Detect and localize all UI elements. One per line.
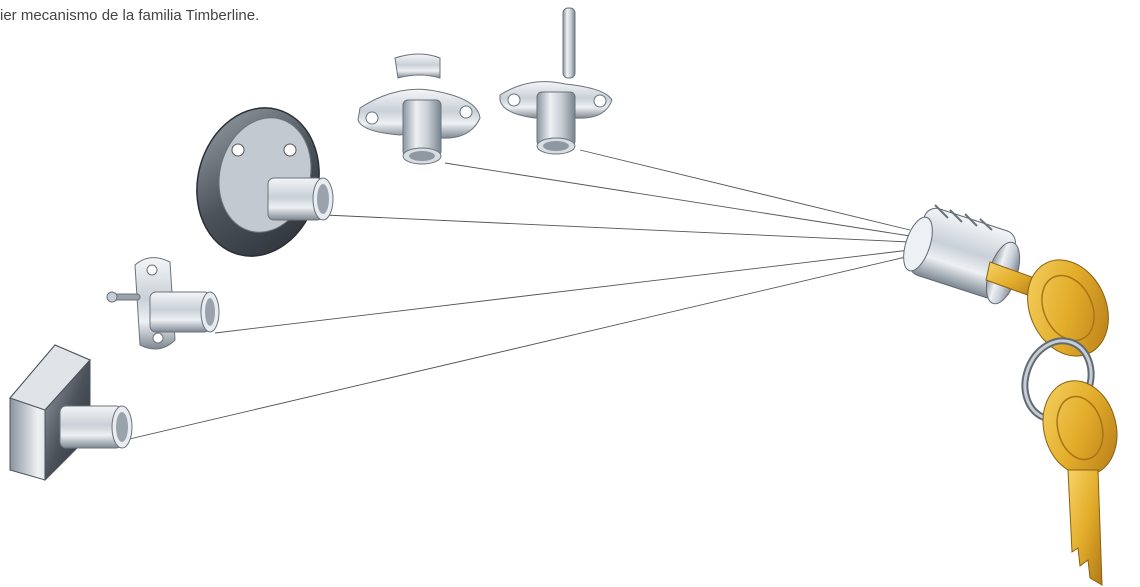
connector-line bbox=[325, 215, 910, 242]
side-pin-housing-icon bbox=[107, 258, 219, 349]
connector-line bbox=[580, 150, 910, 230]
flange-mount-housing-icon bbox=[358, 54, 480, 164]
connector-line bbox=[125, 256, 910, 440]
round-cam-housing-icon bbox=[181, 94, 336, 270]
pin-flange-housing-icon bbox=[500, 8, 612, 154]
lock-cylinder-icon bbox=[898, 205, 1026, 308]
brass-key-icon bbox=[1033, 372, 1127, 585]
connector-line bbox=[215, 250, 910, 333]
square-body-housing-icon bbox=[10, 345, 132, 480]
